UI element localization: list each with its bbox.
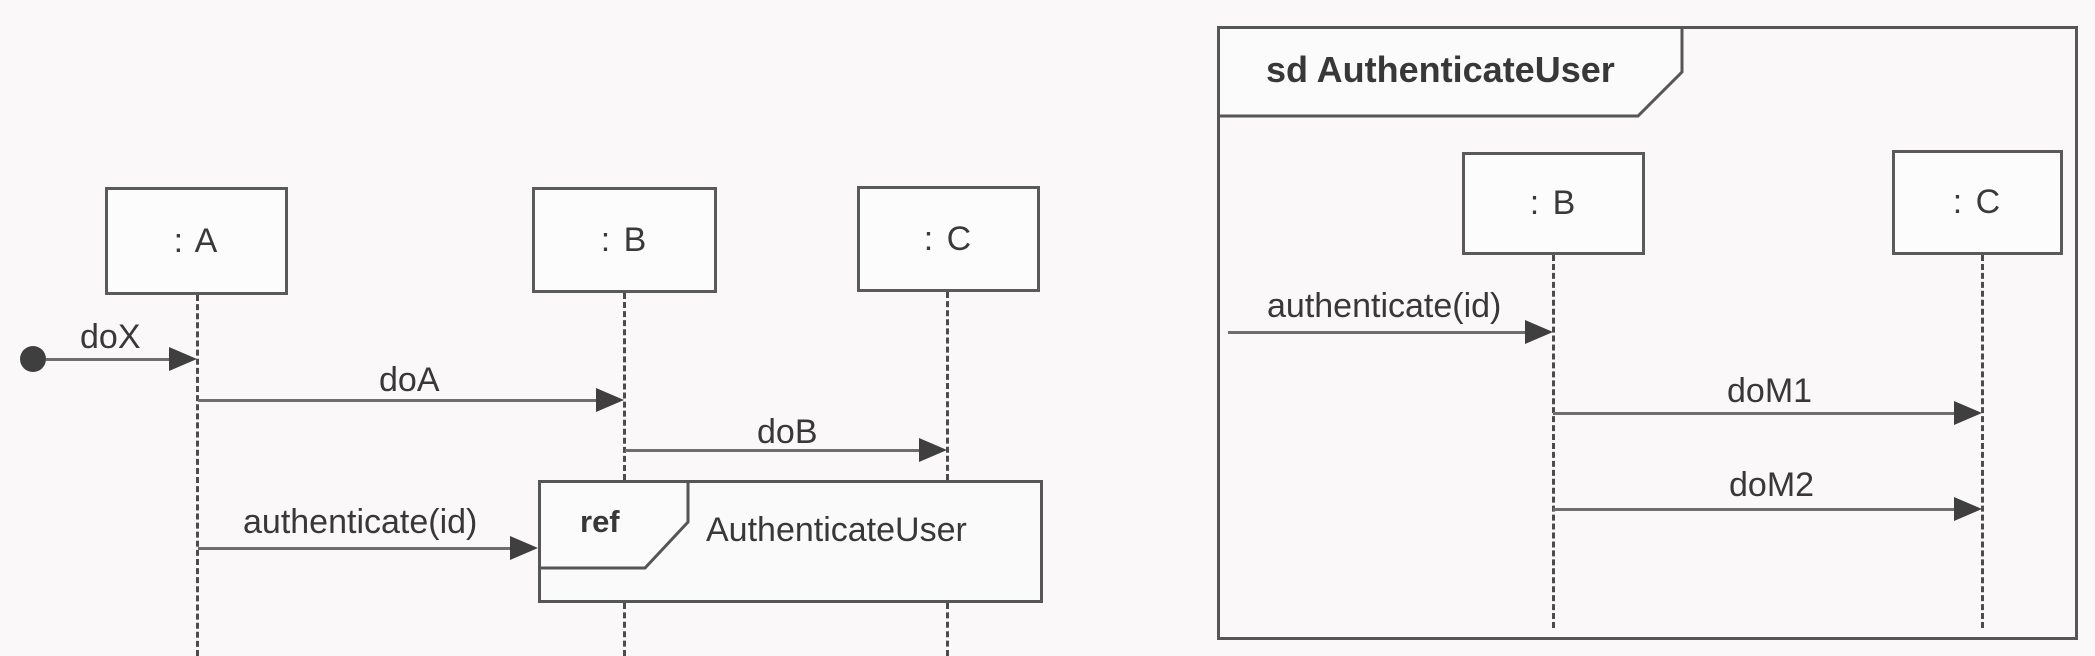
lifeline-b-right (1552, 255, 1555, 628)
participant-box-a: : A (105, 187, 288, 295)
message-line (198, 399, 602, 402)
message-authenticate (198, 535, 538, 561)
message-doA (198, 387, 624, 413)
message-label-doM1: doM1 (1727, 372, 1813, 410)
message-doM2 (1553, 496, 1982, 522)
message-line (625, 449, 925, 452)
sd-frame-title: sd AuthenticateUser (1266, 49, 1615, 90)
message-label-doM2: doM2 (1729, 466, 1815, 504)
lifeline-c-right (1981, 255, 1984, 628)
arrowhead-icon (1954, 401, 1982, 425)
lifeline-b-lower (623, 603, 626, 656)
lifeline-c-upper (946, 292, 949, 480)
message-label-doB: doB (757, 413, 818, 451)
lifeline-b-upper (623, 293, 626, 480)
participant-box-c-right: : C (1892, 150, 2063, 255)
message-line (1228, 331, 1531, 334)
participant-label-a: : A (173, 221, 220, 260)
message-label-doA: doA (379, 361, 440, 399)
arrowhead-icon (169, 347, 197, 371)
participant-label-b-right: : B (1529, 184, 1578, 222)
ref-name-label: AuthenticateUser (706, 511, 967, 549)
message-line (1553, 508, 1960, 511)
arrowhead-icon (596, 388, 624, 412)
message-line (46, 358, 175, 361)
participant-label-b: : B (600, 220, 649, 259)
message-label-authenticate-right: authenticate(id) (1267, 287, 1502, 325)
message-doX (46, 346, 197, 372)
arrowhead-icon (919, 438, 947, 462)
message-line (1553, 412, 1960, 415)
participant-box-b: : B (532, 187, 717, 293)
arrowhead-icon (1525, 320, 1553, 344)
ref-pentagon (538, 480, 690, 570)
sd-title-pentagon (1217, 26, 1684, 118)
participant-box-b-right: : B (1462, 152, 1645, 255)
message-doM1 (1553, 400, 1982, 426)
arrowhead-icon (510, 536, 538, 560)
message-doB (625, 437, 947, 463)
participant-box-c: : C (857, 186, 1040, 292)
lifeline-a (196, 295, 199, 656)
found-message-dot (20, 346, 46, 372)
arrowhead-icon (1954, 497, 1982, 521)
participant-label-c-right: : C (1952, 183, 2003, 221)
participant-label-c: : C (923, 219, 974, 258)
lifeline-c-lower (946, 603, 949, 656)
ref-operator-label: ref (580, 504, 620, 539)
message-line (198, 547, 516, 550)
message-authenticate-right (1228, 319, 1553, 345)
message-label-doX: doX (80, 318, 141, 356)
message-label-authenticate: authenticate(id) (243, 503, 478, 541)
